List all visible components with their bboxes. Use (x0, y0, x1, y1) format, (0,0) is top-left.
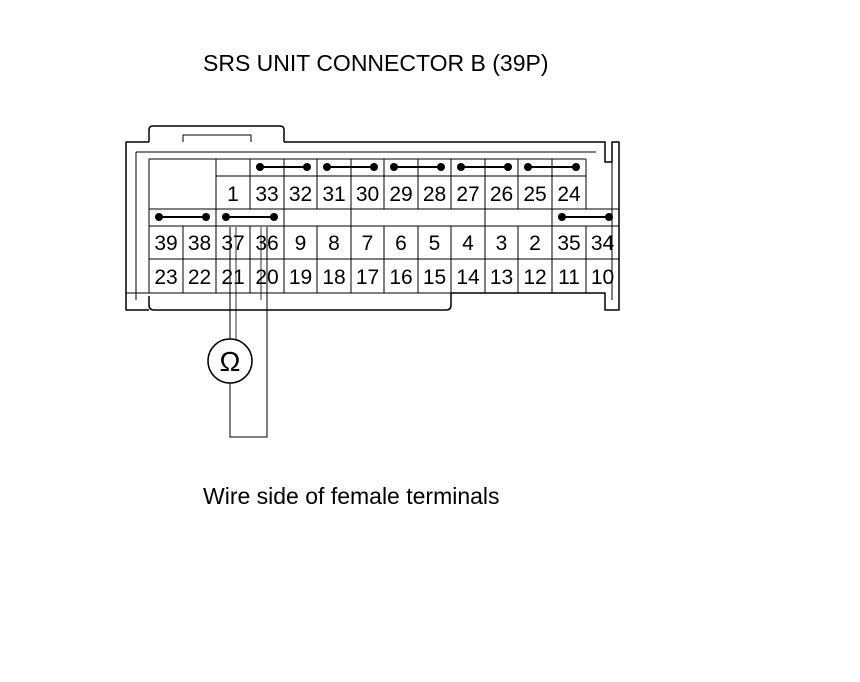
terminal-8: 8 (328, 232, 340, 255)
terminal-35: 35 (557, 232, 580, 255)
terminal-31: 31 (322, 183, 345, 206)
terminal-22: 22 (188, 266, 211, 289)
terminal-2: 2 (529, 232, 541, 255)
terminal-24: 24 (557, 183, 581, 206)
shorting-bar (323, 163, 378, 171)
terminal-38: 38 (188, 232, 211, 255)
terminal-27: 27 (456, 183, 479, 206)
terminal-28: 28 (423, 183, 446, 206)
terminal-23: 23 (154, 266, 177, 289)
terminal-26: 26 (490, 183, 513, 206)
connector-housing (125, 125, 620, 311)
terminal-10: 10 (591, 266, 614, 289)
terminal-1: 1 (227, 183, 239, 206)
terminal-grid (148, 158, 620, 294)
terminal-9: 9 (295, 232, 307, 255)
top-latch (148, 125, 285, 142)
ohmmeter-leads (229, 227, 268, 438)
terminal-6: 6 (395, 232, 407, 255)
diagram-caption: Wire side of female terminals (203, 483, 500, 509)
shorting-bar (155, 213, 210, 221)
terminal-34: 34 (591, 232, 615, 255)
terminal-4: 4 (462, 232, 474, 255)
terminal-11: 11 (558, 266, 580, 289)
terminal-39: 39 (154, 232, 177, 255)
terminal-5: 5 (429, 232, 441, 255)
shorting-bar (256, 163, 311, 171)
terminal-33: 33 (255, 183, 278, 206)
housing-outline (125, 141, 620, 311)
terminal-13: 13 (490, 266, 513, 289)
ohm-symbol: Ω (220, 346, 241, 377)
ohmmeter-icon: Ω (207, 338, 253, 384)
shorting-bar (558, 213, 613, 221)
terminal-21: 21 (221, 266, 244, 289)
terminal-32: 32 (289, 183, 312, 206)
terminal-3: 3 (496, 232, 508, 255)
terminal-17: 17 (356, 266, 379, 289)
shorting-bar (457, 163, 512, 171)
terminal-18: 18 (322, 266, 345, 289)
terminal-15: 15 (423, 266, 446, 289)
terminal-12: 12 (523, 266, 546, 289)
terminal-29: 29 (389, 183, 412, 206)
probe-lead-right (229, 227, 268, 438)
terminal-7: 7 (362, 232, 374, 255)
shorting-bar (390, 163, 445, 171)
diagram-title: SRS UNIT CONNECTOR B (39P) (203, 50, 549, 76)
terminal-25: 25 (523, 183, 546, 206)
terminal-37: 37 (221, 232, 244, 255)
shorting-bar (222, 213, 278, 221)
terminal-14: 14 (456, 266, 480, 289)
latch-slot (182, 134, 252, 142)
terminal-30: 30 (356, 183, 379, 206)
terminal-19: 19 (289, 266, 312, 289)
terminal-16: 16 (389, 266, 412, 289)
shorting-bar (524, 163, 580, 171)
shorting-bars (155, 163, 613, 221)
